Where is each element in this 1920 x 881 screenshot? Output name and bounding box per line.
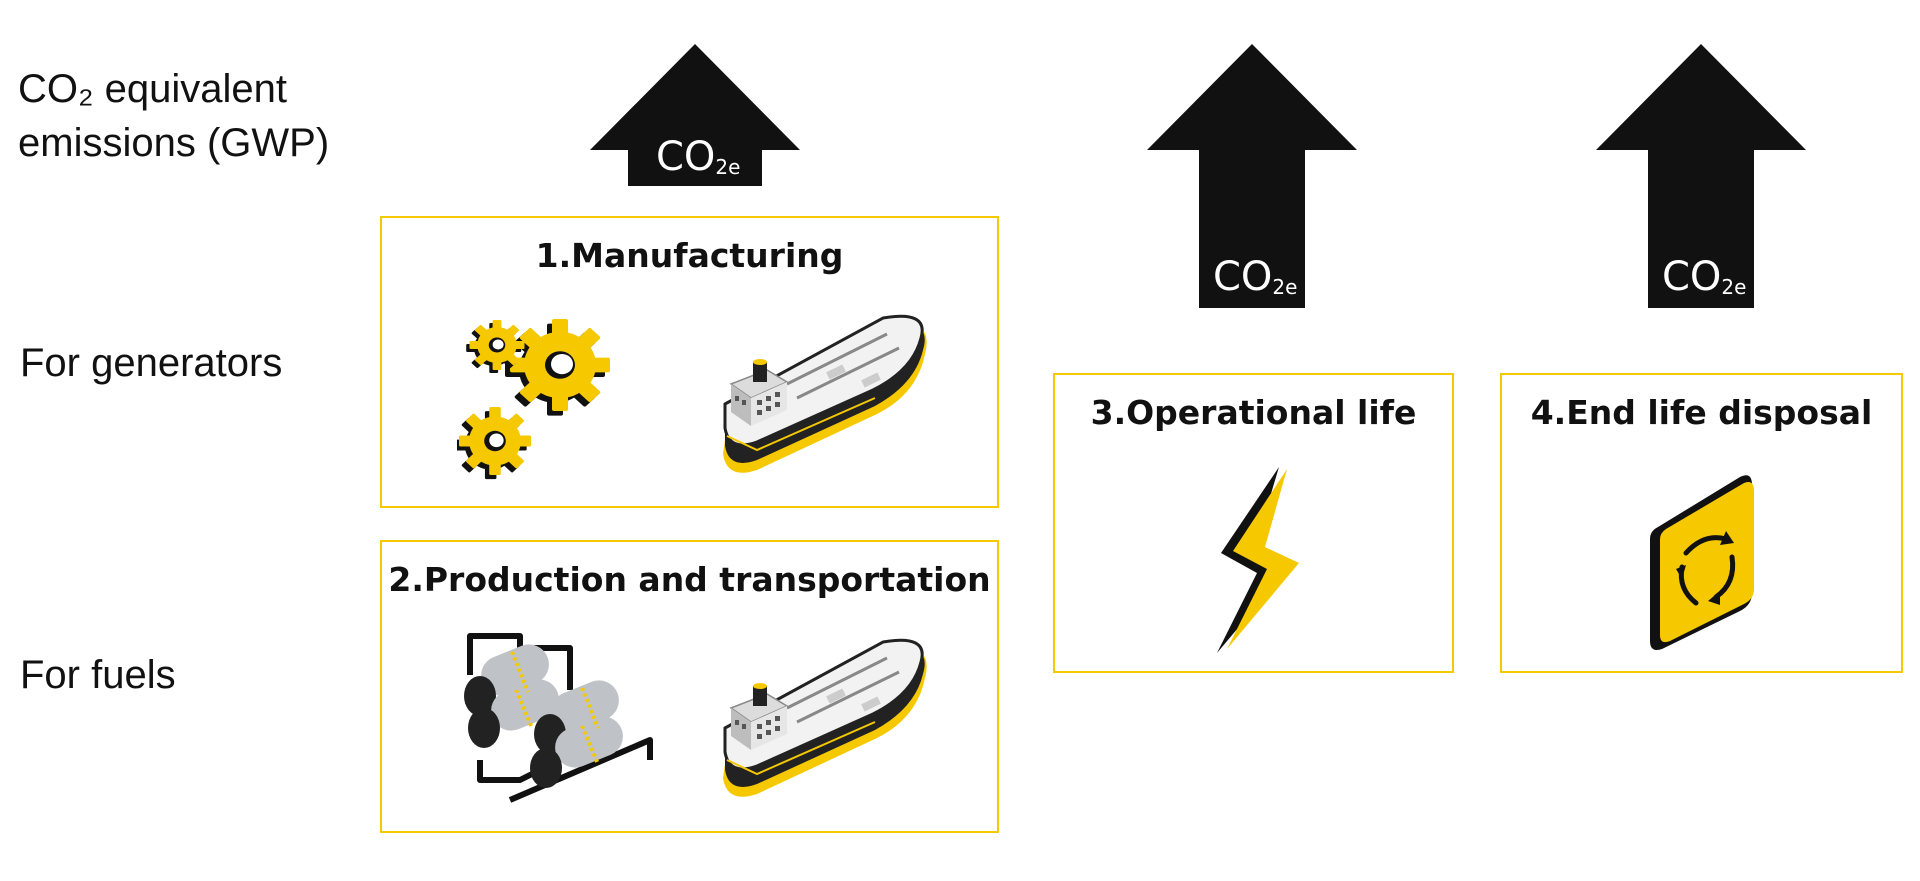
stage-title-manufacturing: 1.Manufacturing [535,236,844,275]
generators-label: For generators [20,341,283,385]
stage-box-operational-life: 3.Operational life [1053,373,1454,673]
arrow-label-3: CO2e [1213,254,1298,300]
ship-icon [723,638,927,797]
arrow-label-4: CO2e [1662,254,1747,300]
stage-box-production-transportation: 2.Production and transportation [380,540,999,833]
emissions-label: CO₂ equivalent emissions (GWP) [18,62,329,170]
ship-icon [723,314,927,473]
arrow-up-icon [1596,44,1806,308]
emission-arrow-4: CO2e [1596,44,1806,308]
arrow-up-icon [590,44,800,186]
stage-title-operational-life: 3.Operational life [1090,393,1417,432]
stage-title-end-life-disposal: 4.End life disposal [1530,393,1873,432]
emissions-label-line1: CO₂ equivalent [18,67,288,111]
tanks-icon [464,633,653,803]
stage-title-production-transportation: 2.Production and transportation [388,560,991,599]
arrow-up-icon [1147,44,1357,308]
gears-icon [457,319,610,480]
arrow-label-1: CO2e [656,134,741,180]
emissions-label-line2: emissions (GWP) [18,121,330,165]
stage-box-manufacturing: 1.Manufacturing [380,216,999,508]
fuels-label: For fuels [20,653,176,697]
emission-arrow-3: CO2e [1147,44,1357,308]
lightning-bolt-icon [1217,467,1299,653]
recycle-sign-icon [1650,475,1754,650]
stage-box-end-life-disposal: 4.End life disposal [1500,373,1903,673]
emission-arrow-1: CO2e [590,44,800,186]
